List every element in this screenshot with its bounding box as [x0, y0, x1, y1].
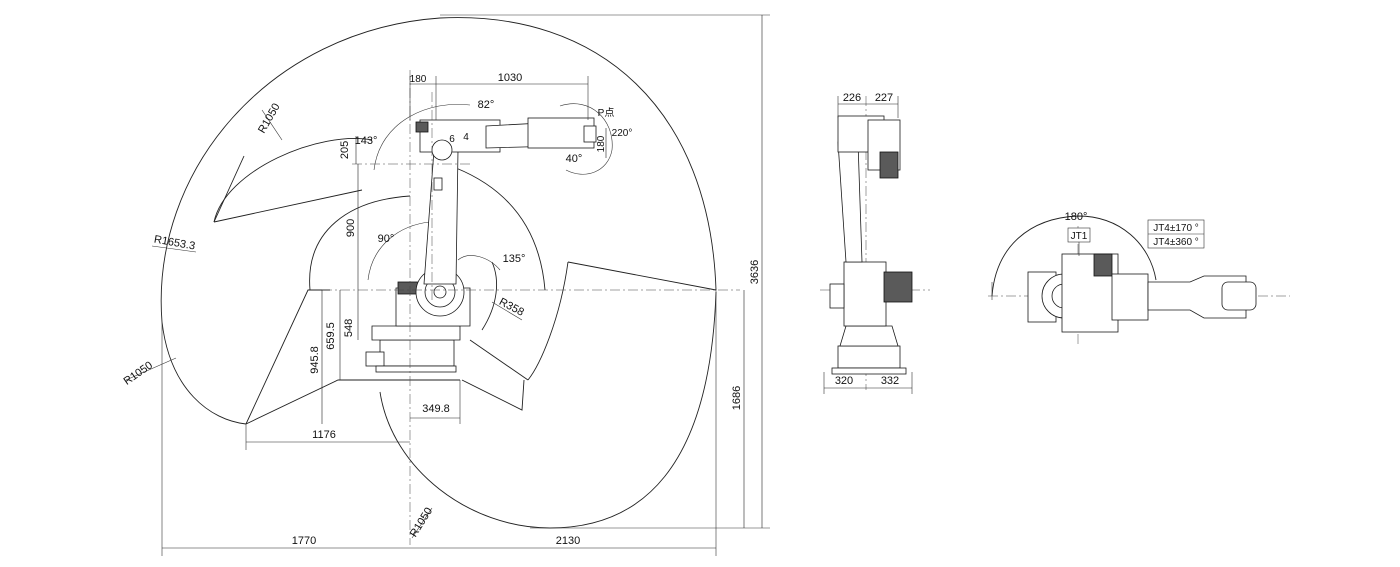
top-angle-180: 180° [1065, 211, 1088, 223]
dim-548: 548 [343, 319, 355, 337]
angle-220: 220° [612, 128, 633, 139]
robot-front-view: 226 227 320 332 [820, 92, 930, 394]
dim-205: 205 [339, 141, 351, 159]
front-dim-226: 226 [843, 92, 861, 104]
front-dim-332: 332 [881, 375, 899, 387]
radius-r1653: R1653.3 [153, 234, 196, 253]
robot-top-view: JT1 JT4±170 ° JT4±360 ° 180° [988, 211, 1290, 346]
center-lines [322, 70, 740, 545]
dim-1686: 1686 [731, 386, 743, 410]
angle-143: 143° [355, 135, 378, 147]
jt1-label: JT1 [1071, 231, 1088, 242]
front-dim-320: 320 [835, 375, 853, 387]
lower-arm [423, 149, 459, 285]
top-rotation-arc [991, 215, 1157, 297]
dim-1176: 1176 [312, 429, 336, 441]
front-motor [883, 271, 913, 303]
robot-side-view [365, 117, 597, 373]
dim-1770: 1770 [292, 535, 316, 547]
dim-349-8: 349.8 [422, 403, 450, 415]
angle-135: 135° [503, 253, 526, 265]
joint-4-label: 4 [463, 132, 469, 143]
radius-r358: R358 [497, 296, 526, 319]
dim-2130: 2130 [556, 535, 580, 547]
radius-r1050-top: R1050 [256, 101, 283, 135]
dim-945-8: 945.8 [309, 346, 321, 374]
radius-r1050-bottom: R1050 [408, 505, 435, 539]
front-lower-arm [837, 141, 863, 263]
angle-40: 40° [566, 153, 583, 165]
dim-659-5: 659.5 [325, 322, 337, 350]
dim-3636: 3636 [749, 260, 761, 284]
side-view-dimensions [125, 14, 770, 556]
front-dim-227: 227 [875, 92, 893, 104]
dim-180-wrist: 180 [596, 135, 607, 152]
dim-1030: 1030 [498, 72, 522, 84]
angle-90: 90° [378, 233, 395, 245]
angle-82: 82° [478, 99, 495, 111]
robot-base [379, 339, 455, 367]
jt4-note-170: JT4±170 ° [1153, 223, 1199, 234]
front-base [837, 345, 901, 369]
dim-900: 900 [345, 219, 357, 237]
radius-r1050-left: R1050 [122, 359, 155, 387]
top-forearm [1147, 275, 1247, 319]
jt4-note-360: JT4±360 ° [1153, 237, 1199, 248]
dim-180-top: 180 [410, 74, 427, 85]
joint-6-label: 6 [449, 134, 455, 145]
point-p-label: P点 [598, 107, 615, 119]
